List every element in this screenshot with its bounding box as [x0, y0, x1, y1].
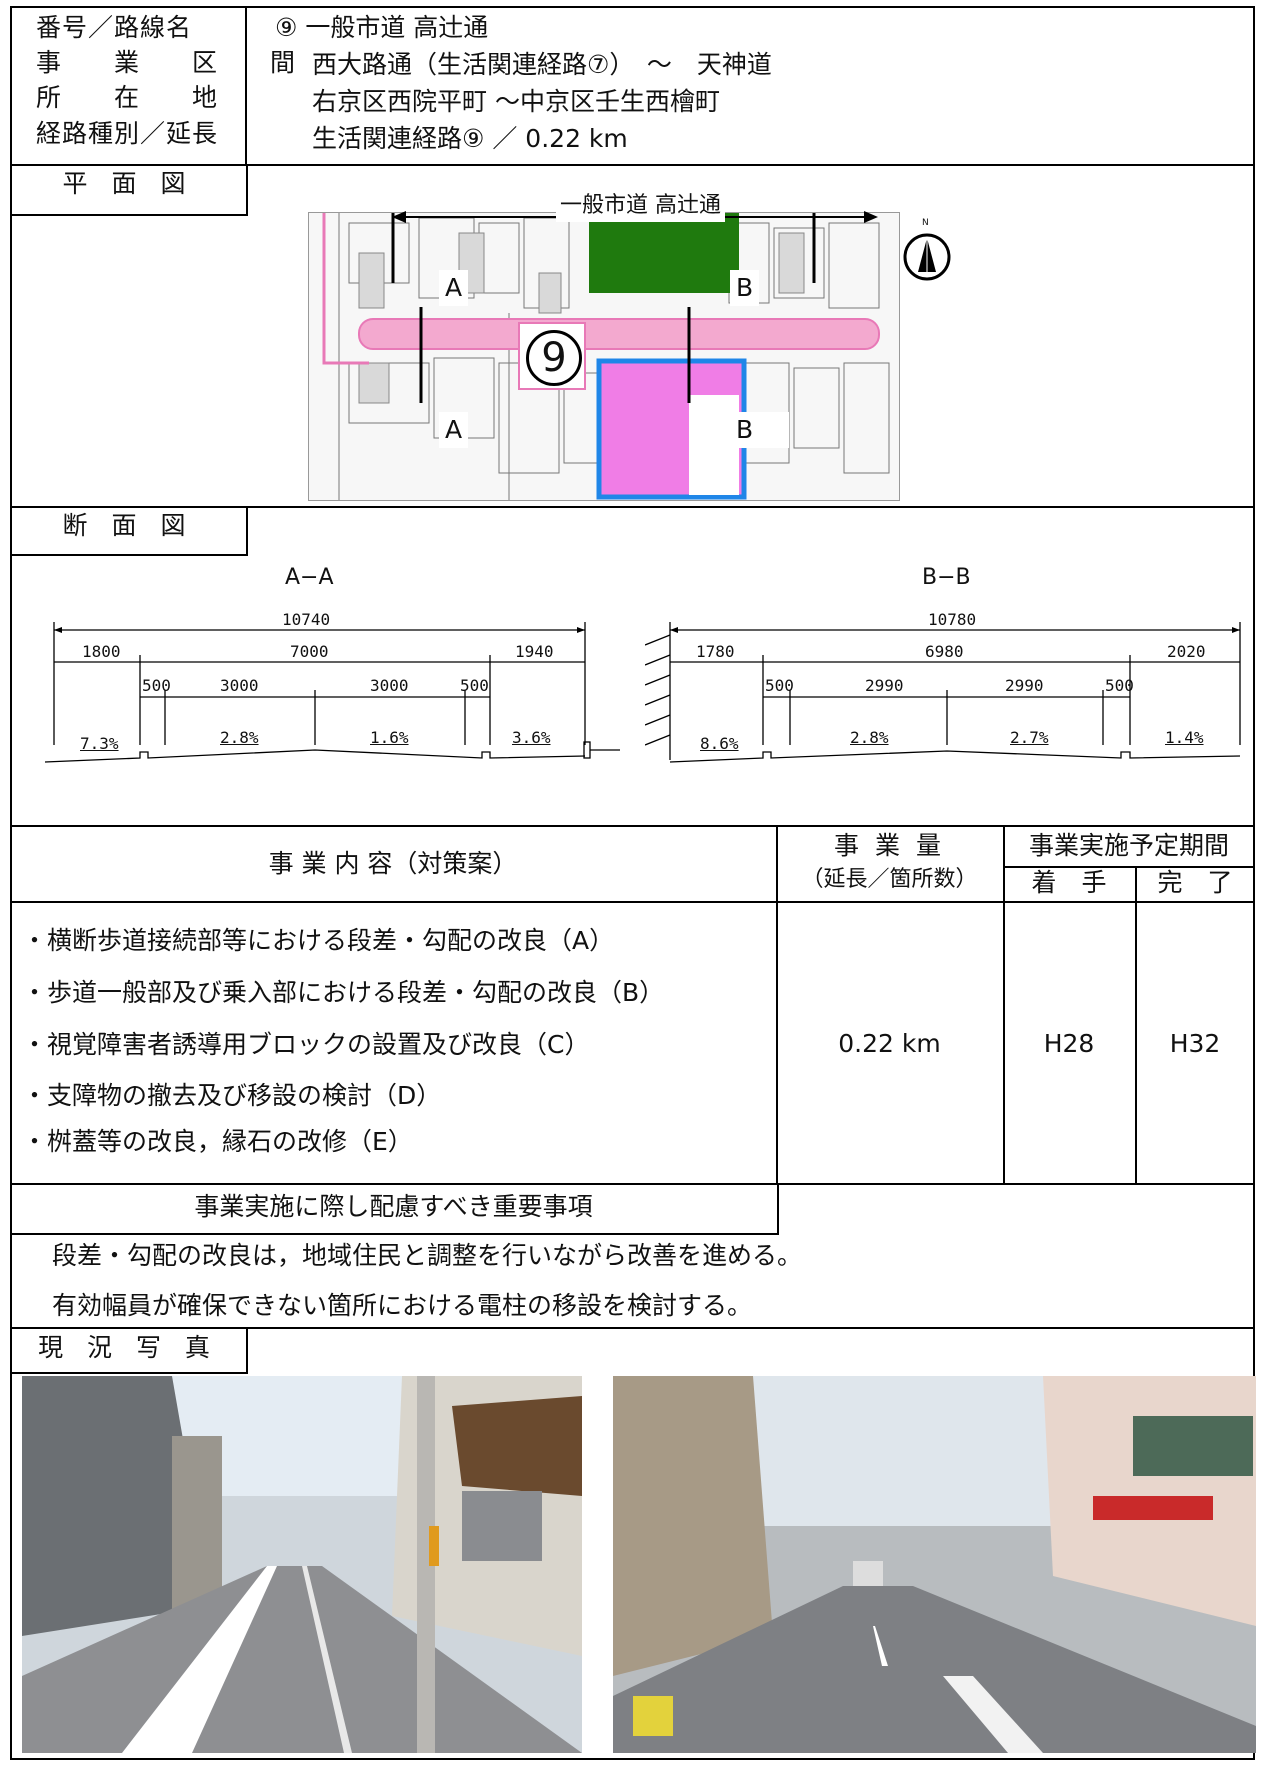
divider: [10, 1327, 1255, 1329]
volume-subheader: （延長／箇所数）: [801, 867, 978, 892]
route-number: 9: [526, 330, 582, 386]
divider: [10, 164, 1255, 166]
north-arrow-icon: [903, 233, 951, 281]
project-end: H32: [1169, 1029, 1221, 1058]
section-b-slope-2: 2.7%: [1010, 728, 1049, 747]
cut-label-a-bottom: A: [439, 412, 469, 448]
photo-street-2: [613, 1376, 1256, 1753]
north-label: N: [922, 218, 929, 228]
project-item-a: ・横断歩道接続部等における段差・勾配の改良（A）: [22, 926, 615, 955]
section-a-width-road: 7000: [290, 642, 329, 661]
volume-header: 事 業 量: [834, 831, 945, 860]
section-b-title: B−B: [922, 565, 971, 590]
project-item-c: ・視覚障害者誘導用ブロックの設置及び改良（C）: [22, 1030, 590, 1059]
section-b-lane-0: 500: [765, 676, 794, 695]
section-b-width-right: 2020: [1167, 642, 1206, 661]
section-a-width-left: 1800: [82, 642, 121, 661]
consideration-line-1: 段差・勾配の改良は，地域住民と調整を行いながら改善を進める。: [52, 1241, 803, 1270]
section-a-lane-1: 3000: [220, 676, 259, 695]
section-a-width-right: 1940: [515, 642, 554, 661]
section-a-lane-2: 3000: [370, 676, 409, 695]
route-highlight: [358, 318, 880, 350]
section-b-slope-3: 1.4%: [1165, 728, 1204, 747]
section-a-slope-1: 2.8%: [220, 728, 259, 747]
considerations-header: 事業実施に際し配慮すべき重要事項: [10, 1183, 779, 1235]
plan-map: [308, 212, 900, 501]
location: 右京区西院平町 ～中京区壬生西檜町: [312, 87, 720, 116]
project-item-d: ・支障物の撤去及び移設の検討（D）: [22, 1081, 442, 1110]
section-b-slope-0: 8.6%: [700, 734, 739, 753]
project-section: 西大路通（生活関連経路⑦） ～ 天神道: [312, 50, 772, 79]
cut-label-b-top: B: [730, 270, 760, 306]
table-divider: [1003, 866, 1255, 868]
label-location: 所 在 地: [36, 83, 219, 112]
project-start: H28: [1043, 1029, 1095, 1058]
section-b-lane-2: 2990: [1005, 676, 1044, 695]
content-header: 事 業 内 容（対策案）: [268, 849, 518, 878]
header-divider: [245, 6, 247, 164]
green-area: [589, 213, 739, 293]
section-a-title: A−A: [285, 565, 334, 590]
route-number-box: 9: [518, 322, 586, 390]
label-route-type: 経路種別／延長: [36, 119, 219, 148]
consideration-line-2: 有効幅員が確保できない箇所における電柱の移設を検討する。: [52, 1291, 753, 1320]
period-header: 事業実施予定期間: [1028, 831, 1229, 860]
section-b-lane-3: 500: [1105, 676, 1134, 695]
plan-section-label: 平 面 図: [10, 164, 248, 216]
label-section: 事 業 区 間: [36, 48, 310, 77]
table-divider: [776, 825, 778, 1183]
cut-label-a-top: A: [439, 270, 469, 306]
end-header: 完 了: [1157, 868, 1233, 897]
section-b-width-road: 6980: [925, 642, 964, 661]
table-divider: [10, 901, 1255, 903]
cross-section-label: 断 面 図: [10, 506, 248, 556]
section-a-slope-2: 1.6%: [370, 728, 409, 747]
route-name: ⑨ 一般市道 高辻通: [275, 13, 489, 42]
table-divider: [1135, 866, 1137, 1183]
photo-street-1: [22, 1376, 582, 1753]
project-item-e: ・桝蓋等の改良，縁石の改修（E）: [22, 1127, 413, 1156]
photos-section-label: 現 況 写 真: [10, 1327, 248, 1374]
section-a-slope-3: 3.6%: [512, 728, 551, 747]
section-a-lane-3: 500: [460, 676, 489, 695]
plan-map-drawing: [322, 213, 890, 500]
divider: [10, 506, 1255, 508]
section-a-drawing: [44, 622, 620, 763]
cut-label-b-bottom: B: [700, 412, 790, 448]
section-a-slope-0: 7.3%: [80, 734, 119, 753]
section-b-drawing: [645, 622, 1241, 763]
section-a-total: 10740: [282, 610, 331, 629]
section-a-lane-0: 500: [142, 676, 171, 695]
section-b-width-left: 1780: [696, 642, 735, 661]
section-b-total: 10780: [928, 610, 977, 629]
start-header: 着 手: [1031, 868, 1107, 897]
project-item-b: ・歩道一般部及び乗入部における段差・勾配の改良（B）: [22, 978, 665, 1007]
section-b-lane-1: 2990: [865, 676, 904, 695]
divider: [10, 1183, 1255, 1185]
route-type-length: 生活関連経路⑨ ／ 0.22 km: [312, 124, 628, 153]
table-divider: [1003, 825, 1005, 1183]
page-frame: [10, 6, 1255, 1760]
section-b-slope-1: 2.8%: [850, 728, 889, 747]
project-volume: 0.22 km: [838, 1029, 941, 1058]
road-label: 一般市道 高辻通: [556, 190, 725, 222]
divider: [10, 825, 1255, 827]
label-route-name: 番号／路線名: [36, 13, 193, 42]
